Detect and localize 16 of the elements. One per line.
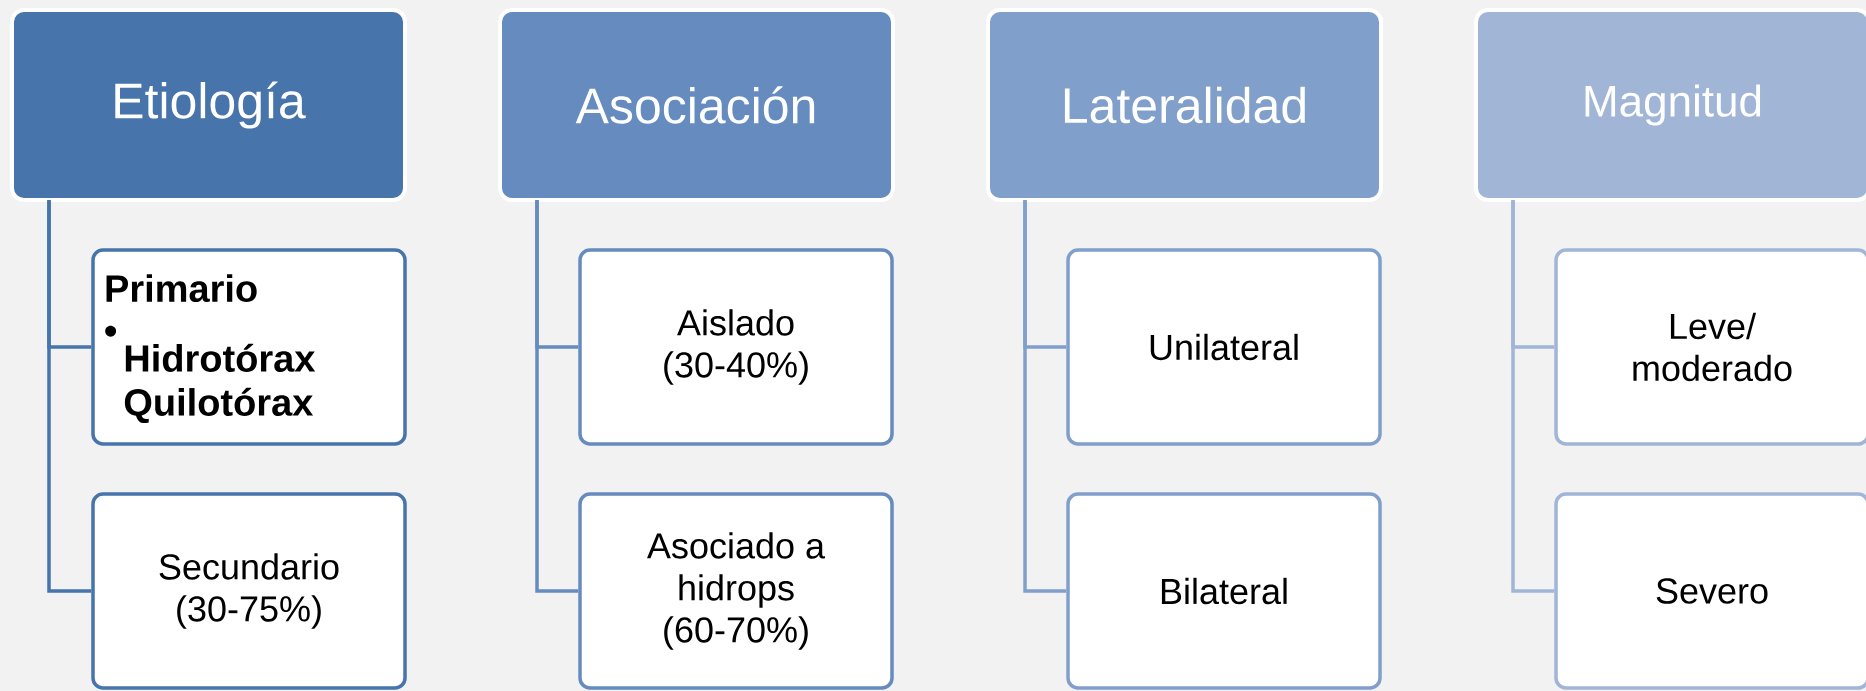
connector-line [47,200,92,593]
category-box: Secundario (30-75%) [91,492,407,690]
header-box: Magnitud [1474,8,1866,202]
category-box: Primario • Hidrotórax Quilotórax [91,248,407,446]
category-box: Bilateral [1066,492,1382,690]
connector-line [535,200,579,593]
header-box: Lateralidad [986,8,1383,202]
connector-line [1023,200,1067,593]
category-box: Unilateral [1066,248,1382,446]
category-box: Aislado (30-40%) [578,248,894,446]
category-box: Asociado a hidrops (60-70%) [578,492,894,690]
category-box: Severo [1554,492,1866,690]
header-box: Etiología [10,8,407,202]
category-box: Leve/ moderado [1554,248,1866,446]
header-box: Asociación [498,8,895,202]
connector-line [1511,200,1555,593]
